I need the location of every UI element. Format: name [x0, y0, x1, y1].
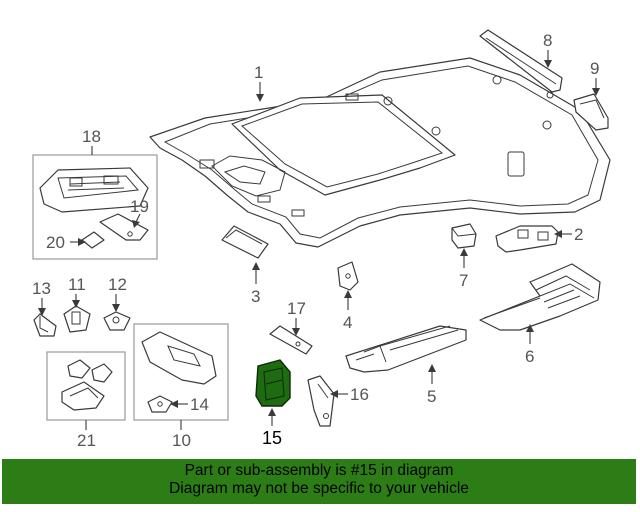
callout-20: 20 [46, 233, 65, 252]
callout-9: 9 [590, 59, 599, 78]
callout-3: 3 [251, 287, 260, 306]
info-banner: Part or sub-assembly is #15 in diagram D… [2, 459, 636, 504]
duct-part-5 [345, 325, 467, 373]
group-box-18 [32, 154, 158, 260]
callout-18: 18 [82, 127, 101, 146]
clip-part-12 [103, 311, 131, 331]
callout-4: 4 [343, 313, 352, 332]
clip-part-7 [451, 223, 477, 249]
callout-16: 16 [350, 385, 369, 404]
callout-19: 19 [130, 197, 149, 216]
callout-7: 7 [459, 271, 468, 290]
banner-line-2: Diagram may not be specific to your vehi… [169, 480, 469, 497]
callout-21: 21 [77, 431, 96, 450]
callout-12: 12 [108, 275, 127, 294]
callout-1: 1 [254, 63, 263, 82]
handle-part-2 [495, 225, 559, 253]
headliner-part-1 [149, 57, 611, 248]
callout-13: 13 [32, 279, 51, 298]
clip-part-4 [337, 261, 359, 291]
callout-6: 6 [525, 347, 534, 366]
strip-part-17 [269, 325, 313, 355]
part-15-shape[interactable] [255, 359, 291, 407]
callout-17: 17 [287, 299, 306, 318]
callout-8: 8 [543, 31, 552, 50]
clip-part-13 [33, 313, 57, 337]
clip-part-11 [63, 305, 91, 333]
callout-2: 2 [574, 225, 583, 244]
bracket-part-9 [573, 93, 609, 131]
bracket-part-16 [307, 375, 335, 427]
banner-line-1: Part or sub-assembly is #15 in diagram [184, 462, 454, 479]
callout-labels: 1 8 9 2 7 6 5 4 3 17 16 15 18 19 20 13 1… [32, 31, 599, 450]
callout-11: 11 [68, 275, 86, 294]
callout-15: 15 [262, 428, 282, 448]
rail-strip-part-8 [479, 29, 563, 93]
callout-14: 14 [190, 395, 209, 414]
duct-part-6 [479, 263, 601, 331]
callout-10: 10 [172, 431, 191, 450]
highlighted-part-15[interactable] [255, 359, 291, 407]
pad-part-3 [221, 225, 269, 259]
group-box-10 [133, 323, 229, 421]
group-box-21 [46, 351, 126, 421]
leader-lines [38, 50, 600, 430]
callout-5: 5 [427, 387, 436, 406]
